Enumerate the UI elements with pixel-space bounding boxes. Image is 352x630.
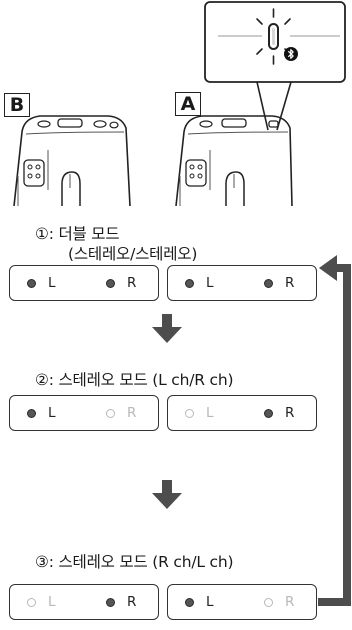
mode-3-title: ③: 스테레오 모드 (R ch/L ch) [35, 553, 234, 571]
mode-1-panel-b: L R [9, 265, 159, 301]
indicator-l-label: L [48, 405, 56, 421]
bluetooth-icon [284, 47, 298, 61]
mode-2-panel-a: L R [167, 395, 317, 431]
indicator-r-label: R [285, 405, 295, 421]
indicator-r [106, 408, 115, 418]
indicator-l-label: L [48, 594, 56, 610]
down-arrow-icon [152, 480, 182, 509]
speaker-b-badge: B [4, 93, 30, 117]
indicator-l [185, 597, 194, 607]
speaker-a [175, 115, 293, 206]
down-arrow-icon [152, 314, 182, 343]
indicator-l [185, 408, 194, 418]
indicator-r [264, 408, 273, 418]
indicator-l-label: L [48, 275, 56, 291]
indicator-l [27, 408, 36, 418]
indicator-l-label: L [206, 275, 214, 291]
mode-2-title: ②: 스테레오 모드 (L ch/R ch) [35, 371, 234, 389]
mode-3-panel-b: L R [9, 584, 159, 620]
indicator-l [185, 278, 194, 288]
indicator-r [264, 597, 273, 607]
speaker-a-badge: A [175, 92, 201, 116]
indicator-r-label: R [285, 594, 295, 610]
indicator-l-label: L [206, 405, 214, 421]
loop-back-arrow-icon [318, 255, 351, 606]
speaker-b [13, 115, 131, 206]
indicator-r-label: R [127, 594, 137, 610]
indicator-r [264, 278, 273, 288]
mode-1-title: ①: 더블 모드 [35, 225, 120, 243]
mode-2-panel-b: L R [9, 395, 159, 431]
mode-3-panel-a: L R [167, 584, 317, 620]
mode-1-subtitle: (스테레오/스테레오) [68, 245, 198, 263]
indicator-l [27, 278, 36, 288]
indicator-r [106, 278, 115, 288]
indicator-r-label: R [127, 405, 137, 421]
indicator-l [27, 597, 36, 607]
indicator-l-label: L [206, 594, 214, 610]
indicator-r-label: R [127, 275, 137, 291]
indicator-r [106, 597, 115, 607]
mode-1-panel-a: L R [167, 265, 317, 301]
indicator-r-label: R [285, 275, 295, 291]
callout-box [204, 1, 346, 131]
speaker-illustration [13, 1, 346, 206]
